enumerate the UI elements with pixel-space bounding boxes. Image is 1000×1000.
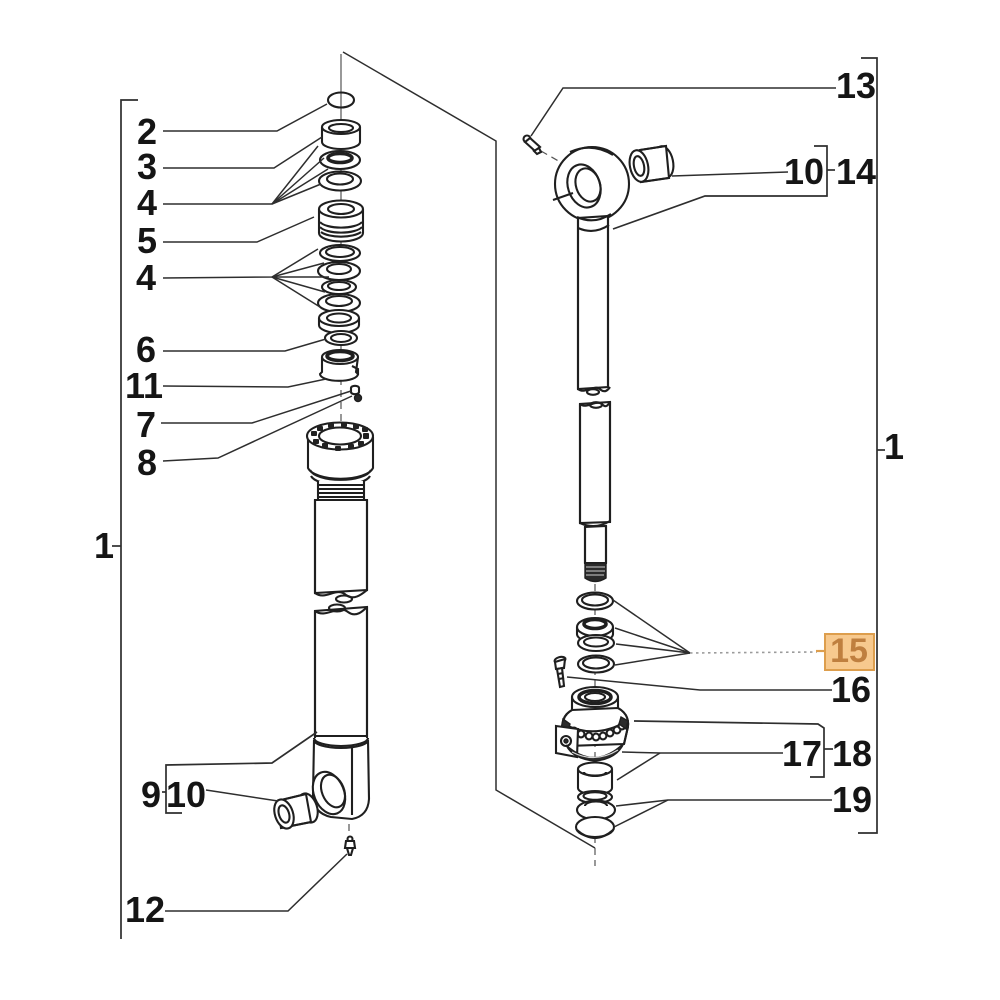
callout-10-left[interactable]: 10 [166,774,206,815]
left-bracket-1 [112,99,138,939]
leader-7 [161,390,352,424]
callout-15-highlight[interactable]: 15 [824,632,875,671]
left-callout-labels: 2 3 4 5 4 6 11 7 8 1 9 10 12 [94,111,206,930]
rod-bushing-part-10 [628,144,675,184]
callout-15: 15 [830,632,868,670]
leader-8 [162,395,353,462]
screw-part-16 [553,655,567,689]
pin-part-7 [349,384,361,396]
leader-15 [612,599,825,666]
bracket-10-14 [612,145,835,230]
callout-5[interactable]: 5 [137,220,157,261]
leader-16 [566,676,832,691]
callout-16[interactable]: 16 [831,669,871,710]
bracket-9-10 [162,731,318,814]
piston-rod [576,213,612,583]
leader-5 [163,216,315,243]
piston-assembly-part-18 [554,706,630,762]
callout-18[interactable]: 18 [832,733,872,774]
bushing-part-17 [576,761,614,796]
leader-13 [530,87,836,137]
right-leaders [530,57,885,834]
divider-line [342,51,596,849]
callout-17[interactable]: 17 [782,733,822,774]
callout-12[interactable]: 12 [125,889,165,930]
callout-4-lower[interactable]: 4 [136,257,156,298]
ball-part-8 [353,393,363,403]
rod-eye [552,145,631,223]
callout-10-right[interactable]: 10 [784,151,824,192]
leader-11 [162,378,327,388]
leader-19 [613,799,832,828]
right-bracket-1 [858,57,885,834]
barrel-bushing-part-10 [273,792,319,830]
callout-1-left[interactable]: 1 [94,525,114,566]
gland-cap-part-3 [320,118,362,151]
seal-rings-part-15 [575,591,616,674]
callout-14[interactable]: 14 [836,151,876,192]
callout-11[interactable]: 11 [125,365,163,406]
grease-fitting-part-13 [522,134,543,156]
callout-1-right[interactable]: 1 [884,426,904,467]
leader-12 [165,853,348,912]
callout-13[interactable]: 13 [836,65,876,106]
leader-6 [163,338,327,352]
leader-2 [163,103,328,132]
cylinder-barrel [305,421,375,821]
washer-part-6 [323,329,359,347]
piston-part-11 [318,348,360,382]
seal-set-lower-part-4 [316,243,362,335]
left-leaders [112,99,353,939]
seal-set-upper-part-4 [317,149,363,192]
rings-part-19 [574,789,617,840]
right-callout-labels: 13 10 14 1 15 16 17 18 19 [782,65,904,820]
callout-8[interactable]: 8 [137,442,157,483]
callout-2[interactable]: 2 [137,111,157,152]
head-oring-part-2 [326,91,356,109]
leader-4-lower [162,248,329,308]
callout-3[interactable]: 3 [137,146,157,187]
highlight-box [824,633,875,671]
callout-19[interactable]: 19 [832,779,872,820]
callout-9[interactable]: 9 [141,774,161,815]
grease-fitting-part-12 [343,835,357,857]
callout-4-upper[interactable]: 4 [137,182,157,223]
callout-6[interactable]: 6 [136,329,156,370]
leader-3 [163,136,323,169]
bracket-17-18 [616,720,833,781]
leader-4-upper [163,145,329,205]
lock-nut-part-5 [317,199,365,243]
callout-7[interactable]: 7 [136,404,156,445]
